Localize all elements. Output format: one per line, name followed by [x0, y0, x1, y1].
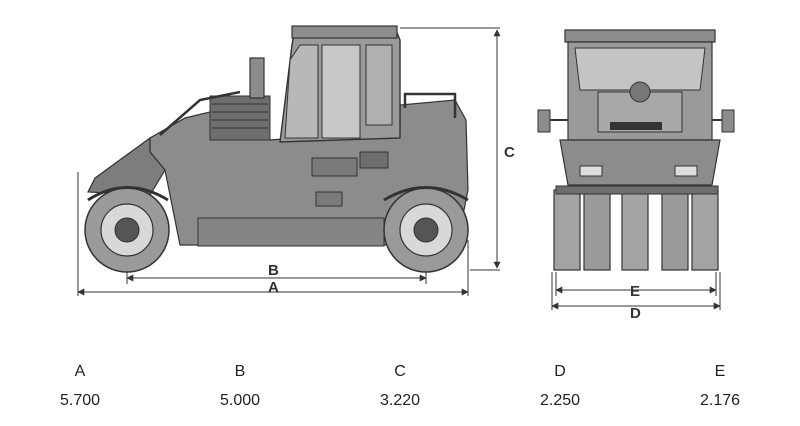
compactor-dimension-diagram: B A C [77, 25, 735, 322]
rear-fender [383, 186, 469, 202]
engine-louvers [209, 95, 271, 141]
spec-col-b: B 5.000 [210, 355, 270, 413]
dim-label-c: C [504, 144, 515, 161]
rear-wheel [383, 187, 469, 273]
front-body [559, 139, 721, 186]
exhaust-pipe [249, 57, 265, 99]
spec-value: 5.000 [219, 392, 261, 409]
steering-wheel [629, 81, 651, 103]
spec-key: B [234, 363, 246, 380]
side-panel-2 [359, 151, 389, 169]
side-skirt [197, 217, 385, 247]
spec-col-e: E 2.176 [690, 355, 750, 413]
side-panel-1 [311, 157, 358, 177]
handrail-front [159, 90, 241, 136]
spec-key: A [74, 363, 86, 380]
front-fender [87, 186, 169, 202]
front-windshield [574, 47, 706, 91]
cab-window-rear [365, 44, 393, 126]
spec-value: 2.176 [699, 392, 741, 409]
cab-window-door [321, 44, 361, 139]
side-panel-3 [315, 191, 343, 207]
front-axle [555, 185, 719, 195]
cab-roof [291, 25, 398, 39]
spec-col-c: C 3.220 [370, 355, 430, 413]
front-dimensions [551, 272, 721, 310]
cab-window-front [284, 44, 319, 139]
front-view: E D [537, 29, 735, 322]
front-tires [553, 189, 719, 271]
front-roof [564, 29, 716, 43]
spec-col-d: D 2.250 [530, 355, 590, 413]
spec-key: C [394, 363, 406, 380]
front-light-right [674, 165, 698, 177]
dim-label-a: A [268, 279, 279, 296]
side-dimensions [77, 27, 501, 296]
spec-value: 3.220 [379, 392, 421, 409]
spec-key: E [714, 363, 726, 380]
dim-label-e: E [630, 283, 640, 300]
spec-key: D [554, 363, 566, 380]
spec-value: 5.700 [59, 392, 101, 409]
left-mirror [537, 109, 551, 133]
handrail-rear [403, 92, 457, 118]
front-wheel [84, 187, 170, 273]
dim-label-b: B [268, 262, 279, 279]
front-grille [610, 122, 662, 130]
spec-col-a: A 5.700 [50, 355, 110, 413]
front-light-left [579, 165, 603, 177]
right-mirror [721, 109, 735, 133]
spec-value: 2.250 [539, 392, 581, 409]
dim-label-d: D [630, 305, 641, 322]
side-view: B A C [77, 25, 515, 296]
